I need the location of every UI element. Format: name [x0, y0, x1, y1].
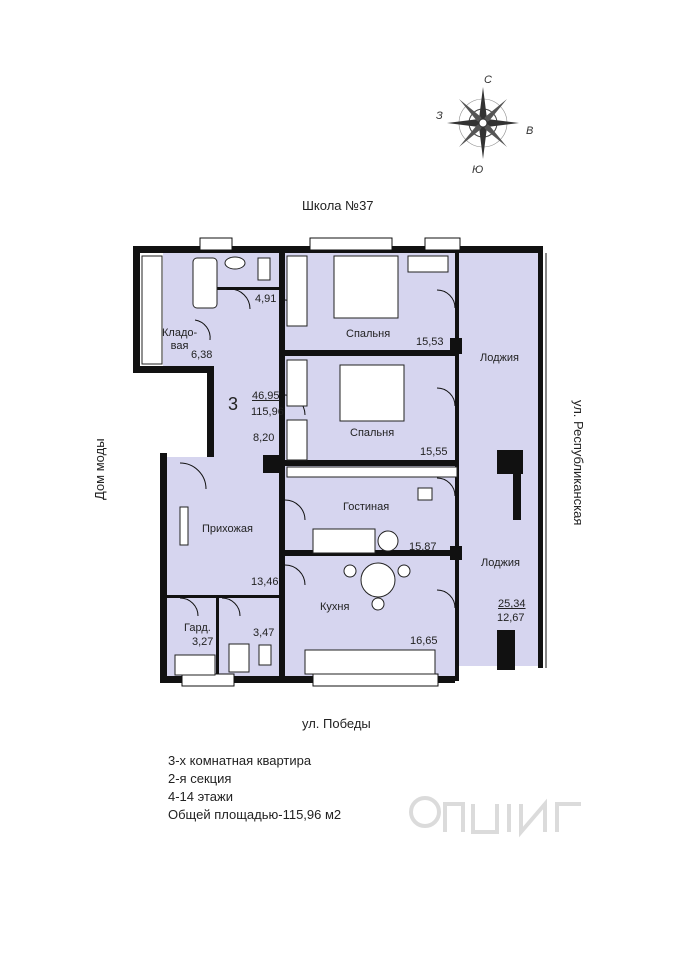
compass-rose-icon [447, 87, 519, 159]
hall-area: 13,46 [251, 576, 279, 588]
kitchen-name: Кухня [320, 601, 350, 613]
windows [181, 237, 461, 687]
toilet-icon [257, 257, 271, 281]
wardrobe-area: 3,27 [192, 636, 214, 648]
bed-icon [339, 364, 405, 422]
kitchen-area: 16,65 [410, 635, 438, 647]
rooms-count: 3 [228, 394, 239, 414]
loggia1-name: Лоджия [480, 352, 519, 364]
loggia2-name: Лоджия [481, 557, 520, 569]
wardrobe-icon [286, 419, 308, 461]
sofa-icon [312, 528, 376, 554]
bedroom2-area: 15,55 [420, 446, 448, 458]
wc-area: 3,47 [253, 627, 275, 639]
loggia2-area-full: 25,34 [498, 598, 526, 610]
info-line-3: 4-14 этажи [168, 789, 233, 804]
compass-east: В [526, 125, 534, 137]
wardrobe-name: Гард. [184, 622, 211, 634]
bathroom-area: 4,91 [255, 293, 277, 305]
context-right: ул. Республиканская [571, 400, 586, 526]
sink-icon [258, 644, 272, 666]
toilet-icon [228, 643, 250, 673]
info-line-2: 2-я секция [168, 771, 232, 786]
loggia2-area-reduced: 12,67 [497, 612, 525, 624]
storage-area: 6,38 [191, 349, 213, 361]
living-area: 46,95 [252, 390, 280, 402]
closet-icon [174, 654, 216, 676]
wardrobe-icon [286, 359, 308, 407]
kitchen-counter [304, 649, 436, 675]
hall-name: Прихожая [202, 523, 253, 535]
compass-south: Ю [472, 164, 484, 176]
furniture [141, 255, 458, 676]
table-icon [360, 562, 396, 598]
bathtub-icon [192, 257, 218, 309]
storage-name: Кладо- вая [162, 327, 198, 352]
compass-north: С [484, 74, 492, 86]
compass-west: З [436, 110, 443, 122]
info-line-4: Общей площадью-115,96 м2 [168, 807, 342, 822]
context-top: Школа №37 [302, 198, 374, 213]
context-bottom: ул. Победы [302, 716, 371, 731]
corridor-area: 8,20 [253, 432, 275, 444]
living-name: Гостиная [343, 501, 390, 513]
context-left: Дом моды [92, 438, 107, 500]
bedroom2-name: Спальня [350, 427, 395, 439]
watermark-logo [409, 796, 581, 838]
bedroom1-area: 15,53 [416, 336, 444, 348]
bedroom1-name: Спальня [346, 328, 391, 340]
living-area-label: 15,87 [409, 541, 437, 553]
wardrobe-icon [286, 255, 308, 327]
sink-icon [224, 256, 246, 270]
total-area: 115,96 [251, 406, 284, 418]
apartment-info: 3-х комнатная квартира 2-я секция 4-14 э… [168, 752, 341, 824]
shelves-icon [141, 255, 163, 365]
bed-icon [333, 255, 399, 319]
info-line-1: 3-х комнатная квартира [168, 753, 312, 768]
